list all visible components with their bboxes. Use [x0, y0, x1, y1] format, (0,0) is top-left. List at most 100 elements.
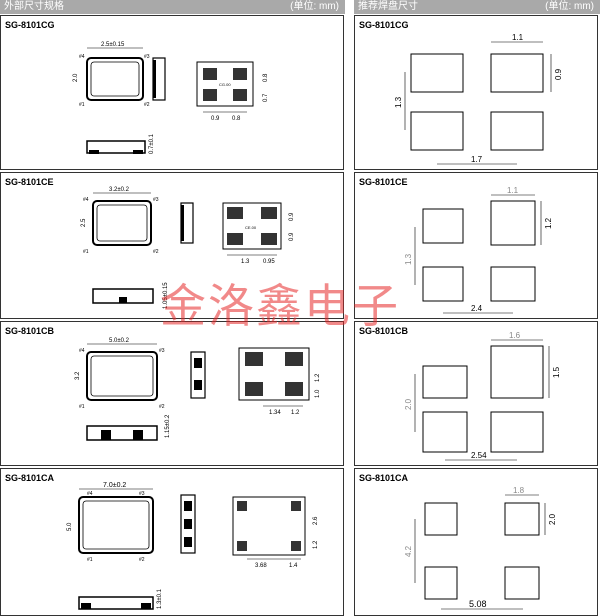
height-label: 2.0 — [73, 73, 79, 82]
pad — [237, 541, 247, 551]
side-view-pad — [181, 205, 184, 241]
height-label: 5.0 — [67, 522, 73, 531]
pad-dim-label: 0.8 — [232, 116, 241, 122]
pin-label: #3 — [153, 197, 159, 203]
pad — [233, 89, 247, 101]
pin-label: #3 — [144, 54, 150, 60]
pad — [227, 207, 243, 219]
package-inner — [82, 500, 150, 550]
package-inner — [90, 355, 154, 397]
pin-label: #4 — [79, 54, 85, 60]
land-pad — [490, 411, 544, 453]
pin-label: #3 — [139, 491, 145, 497]
pad-dim-label: 1.4 — [289, 563, 298, 569]
pad — [237, 501, 247, 511]
package-inner — [96, 204, 148, 242]
model-name: SG-8101CB — [359, 326, 409, 336]
width-label: 2.5±0.15 — [101, 42, 125, 48]
land-pad — [490, 345, 544, 399]
pad-width-label: 1.1 — [507, 186, 519, 195]
side-view-pad — [184, 537, 192, 547]
pad — [291, 541, 301, 551]
pad — [291, 501, 301, 511]
pad-dim-label: 1.34 — [269, 410, 281, 416]
outline-drawing-ce: 3.2±0.2 2.5 #4 #3 #1 #2 CE.00 1.3 0.95 0… — [81, 187, 295, 309]
pad-section-ce: SG-8101CE 1.1 1.2 1.3 2.4 — [354, 172, 598, 319]
outline-section-ca: SG-8101CA 7.0±0.2 5.0 #4 #3 #1 #2 3.68 1… — [0, 468, 344, 616]
thickness-label: 0.7±0.1 — [149, 133, 155, 154]
pad-dim-label: 1.3 — [241, 259, 250, 265]
pad — [245, 352, 263, 366]
outline-panel-header: 外部尺寸规格 (单位: mm) — [0, 0, 345, 14]
pad-dim-label: 0.8 — [263, 73, 269, 82]
profile-pad — [101, 430, 111, 440]
side-view-pad — [194, 358, 202, 368]
pad-dim-label: 1.2 — [313, 540, 319, 549]
land-pad — [490, 111, 544, 151]
outline-section-ce: SG-8101CE 3.2±0.2 2.5 #4 #3 #1 #2 CE.00 … — [0, 172, 344, 319]
pad-dim-label: 1.2 — [291, 410, 300, 416]
pad — [203, 68, 217, 80]
pad-section-cb: SG-8101CB 1.6 1.5 2.0 2.54 — [354, 321, 598, 466]
pad — [203, 89, 217, 101]
outline-drawing-cb: 5.0±0.2 3.2 #4 #3 #1 #2 1.34 1.2 1.2 1.0… — [75, 338, 321, 441]
pad-section-cg: SG-8101CG 1.1 0.9 1.3 1.7 — [354, 15, 598, 170]
pad-panel-title: 推荐焊盘尺寸 — [358, 1, 418, 12]
outline-drawing-cg: 2.5±0.15 2.0 #4 #3 #1 #2 CG.00 0.9 0.8 0… — [73, 42, 269, 154]
profile-pad — [119, 297, 127, 303]
outline-section-cg: SG-8101CG 2.5±0.15 2.0 #4 #3 #1 #2 CG.00… — [0, 15, 344, 170]
land-pad — [422, 208, 464, 244]
pin-label: #2 — [153, 249, 159, 255]
land-pad — [490, 200, 536, 246]
outline-section-cb: SG-8101CB 5.0±0.2 3.2 #4 #3 #1 #2 1.34 1… — [0, 321, 344, 466]
model-name: SG-8101CA — [359, 473, 409, 483]
thickness-label: 1.3±0.1 — [157, 588, 163, 609]
land-pad — [422, 365, 468, 399]
pad — [261, 207, 277, 219]
pin-label: #1 — [83, 249, 89, 255]
pin-label: #4 — [83, 197, 89, 203]
pin-label: #4 — [87, 491, 93, 497]
model-name: SG-8101CA — [5, 473, 55, 483]
pitch-y-label: 2.0 — [404, 398, 413, 410]
pad — [261, 233, 277, 245]
pad-height-label: 0.9 — [554, 68, 563, 80]
pin-label: #1 — [87, 557, 93, 563]
profile-view — [78, 596, 154, 610]
side-view-pad — [184, 501, 192, 511]
pad-height-label: 2.0 — [548, 513, 557, 525]
watermark: 金洛鑫电子 — [160, 279, 400, 333]
pad-height-label: 1.2 — [544, 217, 553, 229]
side-view-pad — [184, 519, 192, 529]
thickness-label: 1.05±0.15 — [163, 282, 169, 309]
pad-dim-label: 3.68 — [255, 563, 267, 569]
pad-height-label: 1.5 — [552, 366, 561, 378]
profile-pad — [133, 150, 143, 154]
pad-drawing-ce: 1.1 1.2 1.3 2.4 — [404, 186, 553, 314]
side-view-pad — [194, 380, 202, 390]
pad-drawing-ca: 1.8 2.0 4.2 5.08 — [404, 486, 557, 610]
pitch-x-label: 2.54 — [471, 451, 487, 460]
center-mark: CG.00 — [219, 82, 231, 87]
pad-width-label: 1.1 — [512, 33, 524, 42]
profile-pad — [81, 603, 91, 609]
side-view-pad — [153, 60, 156, 98]
land-pad — [504, 502, 540, 536]
model-name: SG-8101CG — [5, 20, 55, 30]
outline-drawing-ca: 7.0±0.2 5.0 #4 #3 #1 #2 3.68 1.4 2.6 1.2… — [67, 482, 319, 610]
land-pad — [424, 566, 458, 600]
pitch-y-label: 1.3 — [394, 96, 403, 108]
pad-dim-label: 2.6 — [313, 516, 319, 525]
model-name: SG-8101CG — [359, 20, 409, 30]
width-label: 5.0±0.2 — [109, 338, 130, 344]
pitch-x-label: 2.4 — [471, 304, 483, 313]
land-pad — [490, 53, 544, 93]
land-pad — [422, 411, 468, 453]
profile-view — [86, 140, 146, 154]
package-body — [86, 57, 144, 101]
pad — [285, 382, 303, 396]
pad-width-label: 1.8 — [513, 486, 525, 495]
pin-label: #1 — [79, 404, 85, 410]
pad-dim-label: 0.95 — [263, 259, 275, 265]
outline-panel-unit: (单位: mm) — [290, 1, 339, 12]
